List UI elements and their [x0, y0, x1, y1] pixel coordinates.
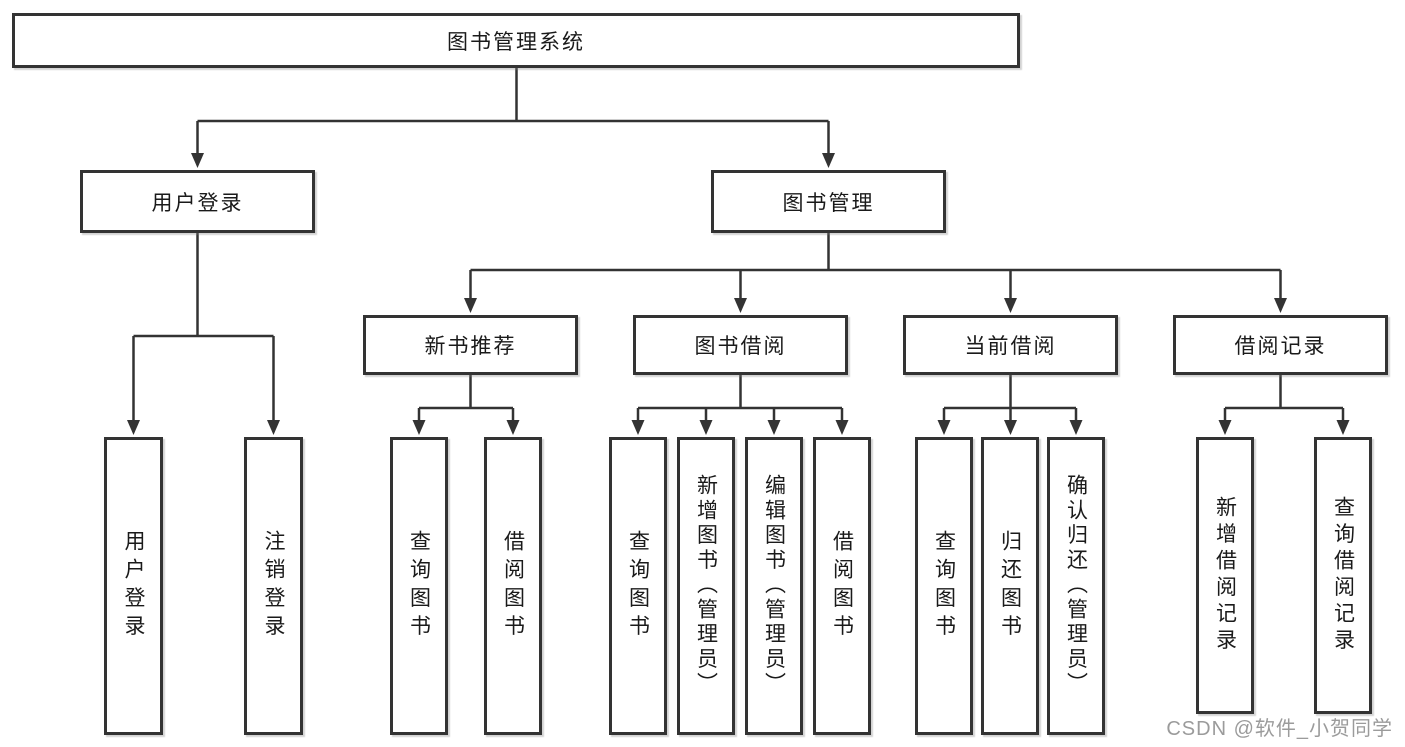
leaf-newbook-borrow-books: 借阅图书 — [484, 437, 542, 735]
node-current-borrowing: 当前借阅 — [903, 315, 1118, 375]
leaf-logout: 注销登录 — [244, 437, 303, 735]
connector-userlogin-to-leaves — [132, 233, 275, 422]
leaf-current-query-books: 查询图书 — [915, 437, 973, 735]
node-new-book-recommend: 新书推荐 — [363, 315, 578, 375]
connector-bookmgmt-to-level3 — [469, 233, 1282, 300]
leaf-user-login: 用户登录 — [104, 437, 163, 735]
arrowheads-root-to-level2 — [191, 153, 835, 168]
arrowheads-bookmgmt-to-level3 — [464, 298, 1287, 313]
connector-current-to-leaves — [942, 375, 1078, 422]
csdn-watermark: CSDN @软件_小贺同学 — [1166, 718, 1393, 740]
node-book-management-module: 图书管理 — [711, 170, 946, 233]
leaf-newbook-query-books: 查询图书 — [390, 437, 448, 735]
leaf-borrowing-add-books-admin: 新增图书（管理员） — [677, 437, 735, 735]
leaf-records-add-record: 新增借阅记录 — [1196, 437, 1254, 714]
arrowheads-newbook-to-leaves — [412, 420, 520, 435]
leaf-borrowing-borrow-books: 借阅图书 — [813, 437, 871, 735]
leaf-current-confirm-return-admin: 确认归还（管理员） — [1047, 437, 1105, 735]
leaf-records-query-record: 查询借阅记录 — [1314, 437, 1372, 714]
node-borrow-records: 借阅记录 — [1173, 315, 1388, 375]
connector-newbook-to-leaves — [417, 375, 515, 422]
leaf-borrowing-edit-books-admin: 编辑图书（管理员） — [745, 437, 803, 735]
node-book-borrowing: 图书借阅 — [633, 315, 848, 375]
connector-root-to-level2 — [196, 68, 830, 156]
node-user-login-module: 用户登录 — [80, 170, 315, 233]
leaf-borrowing-query-books: 查询图书 — [609, 437, 667, 735]
arrowheads-records-to-leaves — [1218, 420, 1350, 435]
leaf-current-return-books: 归还图书 — [981, 437, 1039, 735]
arrowheads-borrowing-to-leaves — [631, 420, 849, 435]
connector-borrowing-to-leaves — [636, 375, 844, 422]
arrowheads-userlogin-to-leaves — [127, 420, 280, 435]
arrowheads-current-to-leaves — [937, 420, 1083, 435]
connector-records-to-leaves — [1223, 375, 1345, 422]
node-system-root: 图书管理系统 — [12, 13, 1020, 68]
